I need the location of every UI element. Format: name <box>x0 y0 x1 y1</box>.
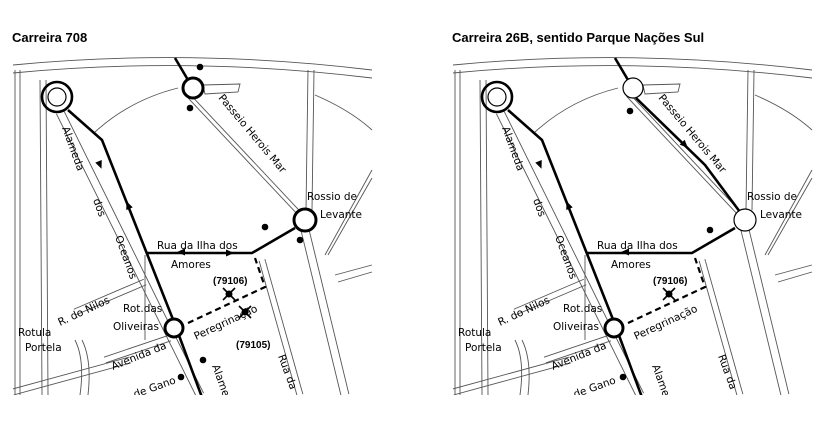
map-title-26b: Carreira 26B, sentido Parque Nações Sul <box>452 30 705 45</box>
street-network <box>13 57 373 395</box>
roundabout-rossio-de-levante <box>292 207 318 233</box>
direction-arrow-icon <box>566 201 573 211</box>
street-label-rot-das-oliveiras: Oliveiras <box>553 321 599 333</box>
street-label-rot-das-oliveiras: Rot.das <box>123 303 162 315</box>
bus-stop-marker[interactable] <box>186 104 194 112</box>
street-label-rua-da-ilha-dos-amores: Amores <box>171 259 211 271</box>
stop-code-79105: (79105) <box>236 340 270 351</box>
direction-arrow-icon <box>226 249 234 257</box>
bus-route-line <box>480 57 742 395</box>
bus-stop-marker[interactable] <box>199 356 207 364</box>
street-label-rotula-portela: Portela <box>465 342 502 354</box>
street-label-avenida-da: Avenida da <box>110 340 169 373</box>
street-label-de-gano: de Gano <box>572 374 618 400</box>
street-label-rossio-de-levante: Levante <box>760 209 802 221</box>
street-label-peregrinacao: Peregrinação <box>192 303 259 343</box>
direction-arrow-icon <box>126 201 133 211</box>
roundabout-north-west <box>47 87 67 107</box>
street-label-de-gano: de Gano <box>132 374 178 400</box>
roundabout-oliveiras <box>163 317 185 339</box>
roundabout-rossio-de-levante <box>733 208 757 232</box>
suppressed-stop-icon[interactable] <box>222 287 236 301</box>
street-label-rua-da-ilha-dos-amores: Rua da Ilha dos <box>157 240 238 252</box>
direction-arrow-icon <box>679 139 688 148</box>
bus-stop-marker[interactable] <box>261 223 269 231</box>
suppressed-stop-icon[interactable] <box>662 287 676 301</box>
street-label-r-do-nilos: R. do Nilos <box>56 294 111 328</box>
map-title-708: Carreira 708 <box>12 30 88 45</box>
street-label-rossio-de-levante: Rossio de <box>747 191 797 203</box>
bus-stop-marker[interactable] <box>619 373 627 381</box>
street-label-rossio-de-levante: Levante <box>320 209 362 221</box>
bus-stop-marker[interactable] <box>296 236 304 244</box>
street-label-rua-da-ilha-dos-amores: Rua da Ilha dos <box>597 240 678 252</box>
street-label-rot-das-oliveiras: Oliveiras <box>113 321 159 333</box>
street-label-alameda-south: Alame <box>649 363 672 398</box>
stop-code-79106: (79106) <box>653 276 687 287</box>
street-label-passeio-herois-mar: Passeio Herois Mar <box>216 92 289 176</box>
bus-stop-marker[interactable] <box>177 373 185 381</box>
street-label-rua-da-ilha-dos-amores: Amores <box>611 259 651 271</box>
roundabout-oliveiras <box>603 317 625 339</box>
direction-arrow-icon <box>535 159 542 169</box>
bus-stop-marker[interactable] <box>626 107 634 115</box>
roundabout-north-west <box>487 87 507 107</box>
street-label-rotula-portela: Rotula <box>18 327 51 339</box>
street-label-oceanos: Oceanos <box>112 234 139 281</box>
street-label-avenida-da: Avenida da <box>550 340 609 373</box>
bus-stop-marker[interactable] <box>196 63 204 71</box>
street-network <box>453 57 813 395</box>
street-label-rossio-de-levante: Rossio de <box>307 191 357 203</box>
street-label-passeio-herois-mar: Passeio Herois Mar <box>656 92 729 176</box>
street-label-oceanos: Oceanos <box>552 234 579 281</box>
street-label-rotula-portela: Portela <box>25 342 62 354</box>
street-label-rua-da: Rua da <box>275 353 299 391</box>
street-label-dos: dos <box>90 197 108 219</box>
street-label-peregrinacao: Peregrinação <box>632 303 699 343</box>
direction-arrow-icon <box>95 159 102 169</box>
suppressed-stop-icon[interactable] <box>238 305 252 319</box>
street-label-dos: dos <box>530 197 548 219</box>
street-label-rua-da: Rua da <box>715 353 739 391</box>
street-label-rotula-portela: Rotula <box>458 327 491 339</box>
street-label-alameda-south: Alame <box>209 363 232 398</box>
street-label-rot-das-oliveiras: Rot.das <box>563 303 602 315</box>
bus-stop-marker[interactable] <box>706 226 714 234</box>
direction-arrow-icon <box>621 248 629 256</box>
street-label-r-do-nilos: R. do Nilos <box>496 294 551 328</box>
stop-code-79106: (79106) <box>213 276 247 287</box>
direction-arrow-icon <box>177 248 185 256</box>
roundabout-north <box>622 77 644 99</box>
roundabout-north <box>181 76 205 100</box>
